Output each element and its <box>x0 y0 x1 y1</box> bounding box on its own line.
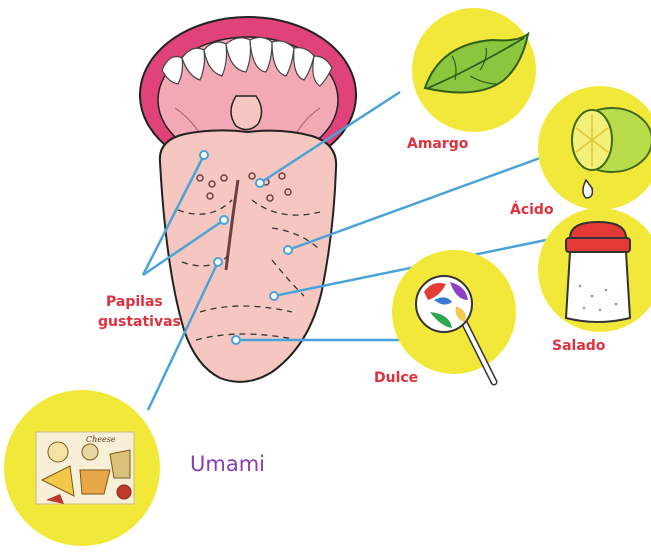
uvula <box>231 96 262 130</box>
endpoint-umami <box>214 258 222 266</box>
endpoint-papila-2 <box>220 216 228 224</box>
label-amargo: Amargo <box>407 136 468 152</box>
label-gustativas: gustativas <box>98 314 181 330</box>
umami-circle: Cheese <box>4 390 160 546</box>
salt-shaker-icon <box>566 222 630 322</box>
label-papilas: Papilas <box>106 294 163 310</box>
endpoint-dulce <box>232 336 240 344</box>
salado-circle <box>538 208 651 332</box>
label-salado: Salado <box>552 338 605 354</box>
label-acido: Ácido <box>510 202 554 218</box>
dulce-circle <box>392 250 516 382</box>
label-umami: Umami <box>190 452 265 476</box>
amargo-circle <box>412 8 536 132</box>
endpoint-papila-1 <box>200 151 208 159</box>
acido-circle <box>538 86 651 210</box>
tongue <box>160 130 336 381</box>
endpoint-amargo <box>256 179 264 187</box>
label-dulce: Dulce <box>374 370 418 386</box>
endpoint-acido <box>284 246 292 254</box>
endpoint-salado <box>270 292 278 300</box>
cheese-caption: Cheese <box>86 435 116 444</box>
cheese-icon <box>36 432 134 504</box>
